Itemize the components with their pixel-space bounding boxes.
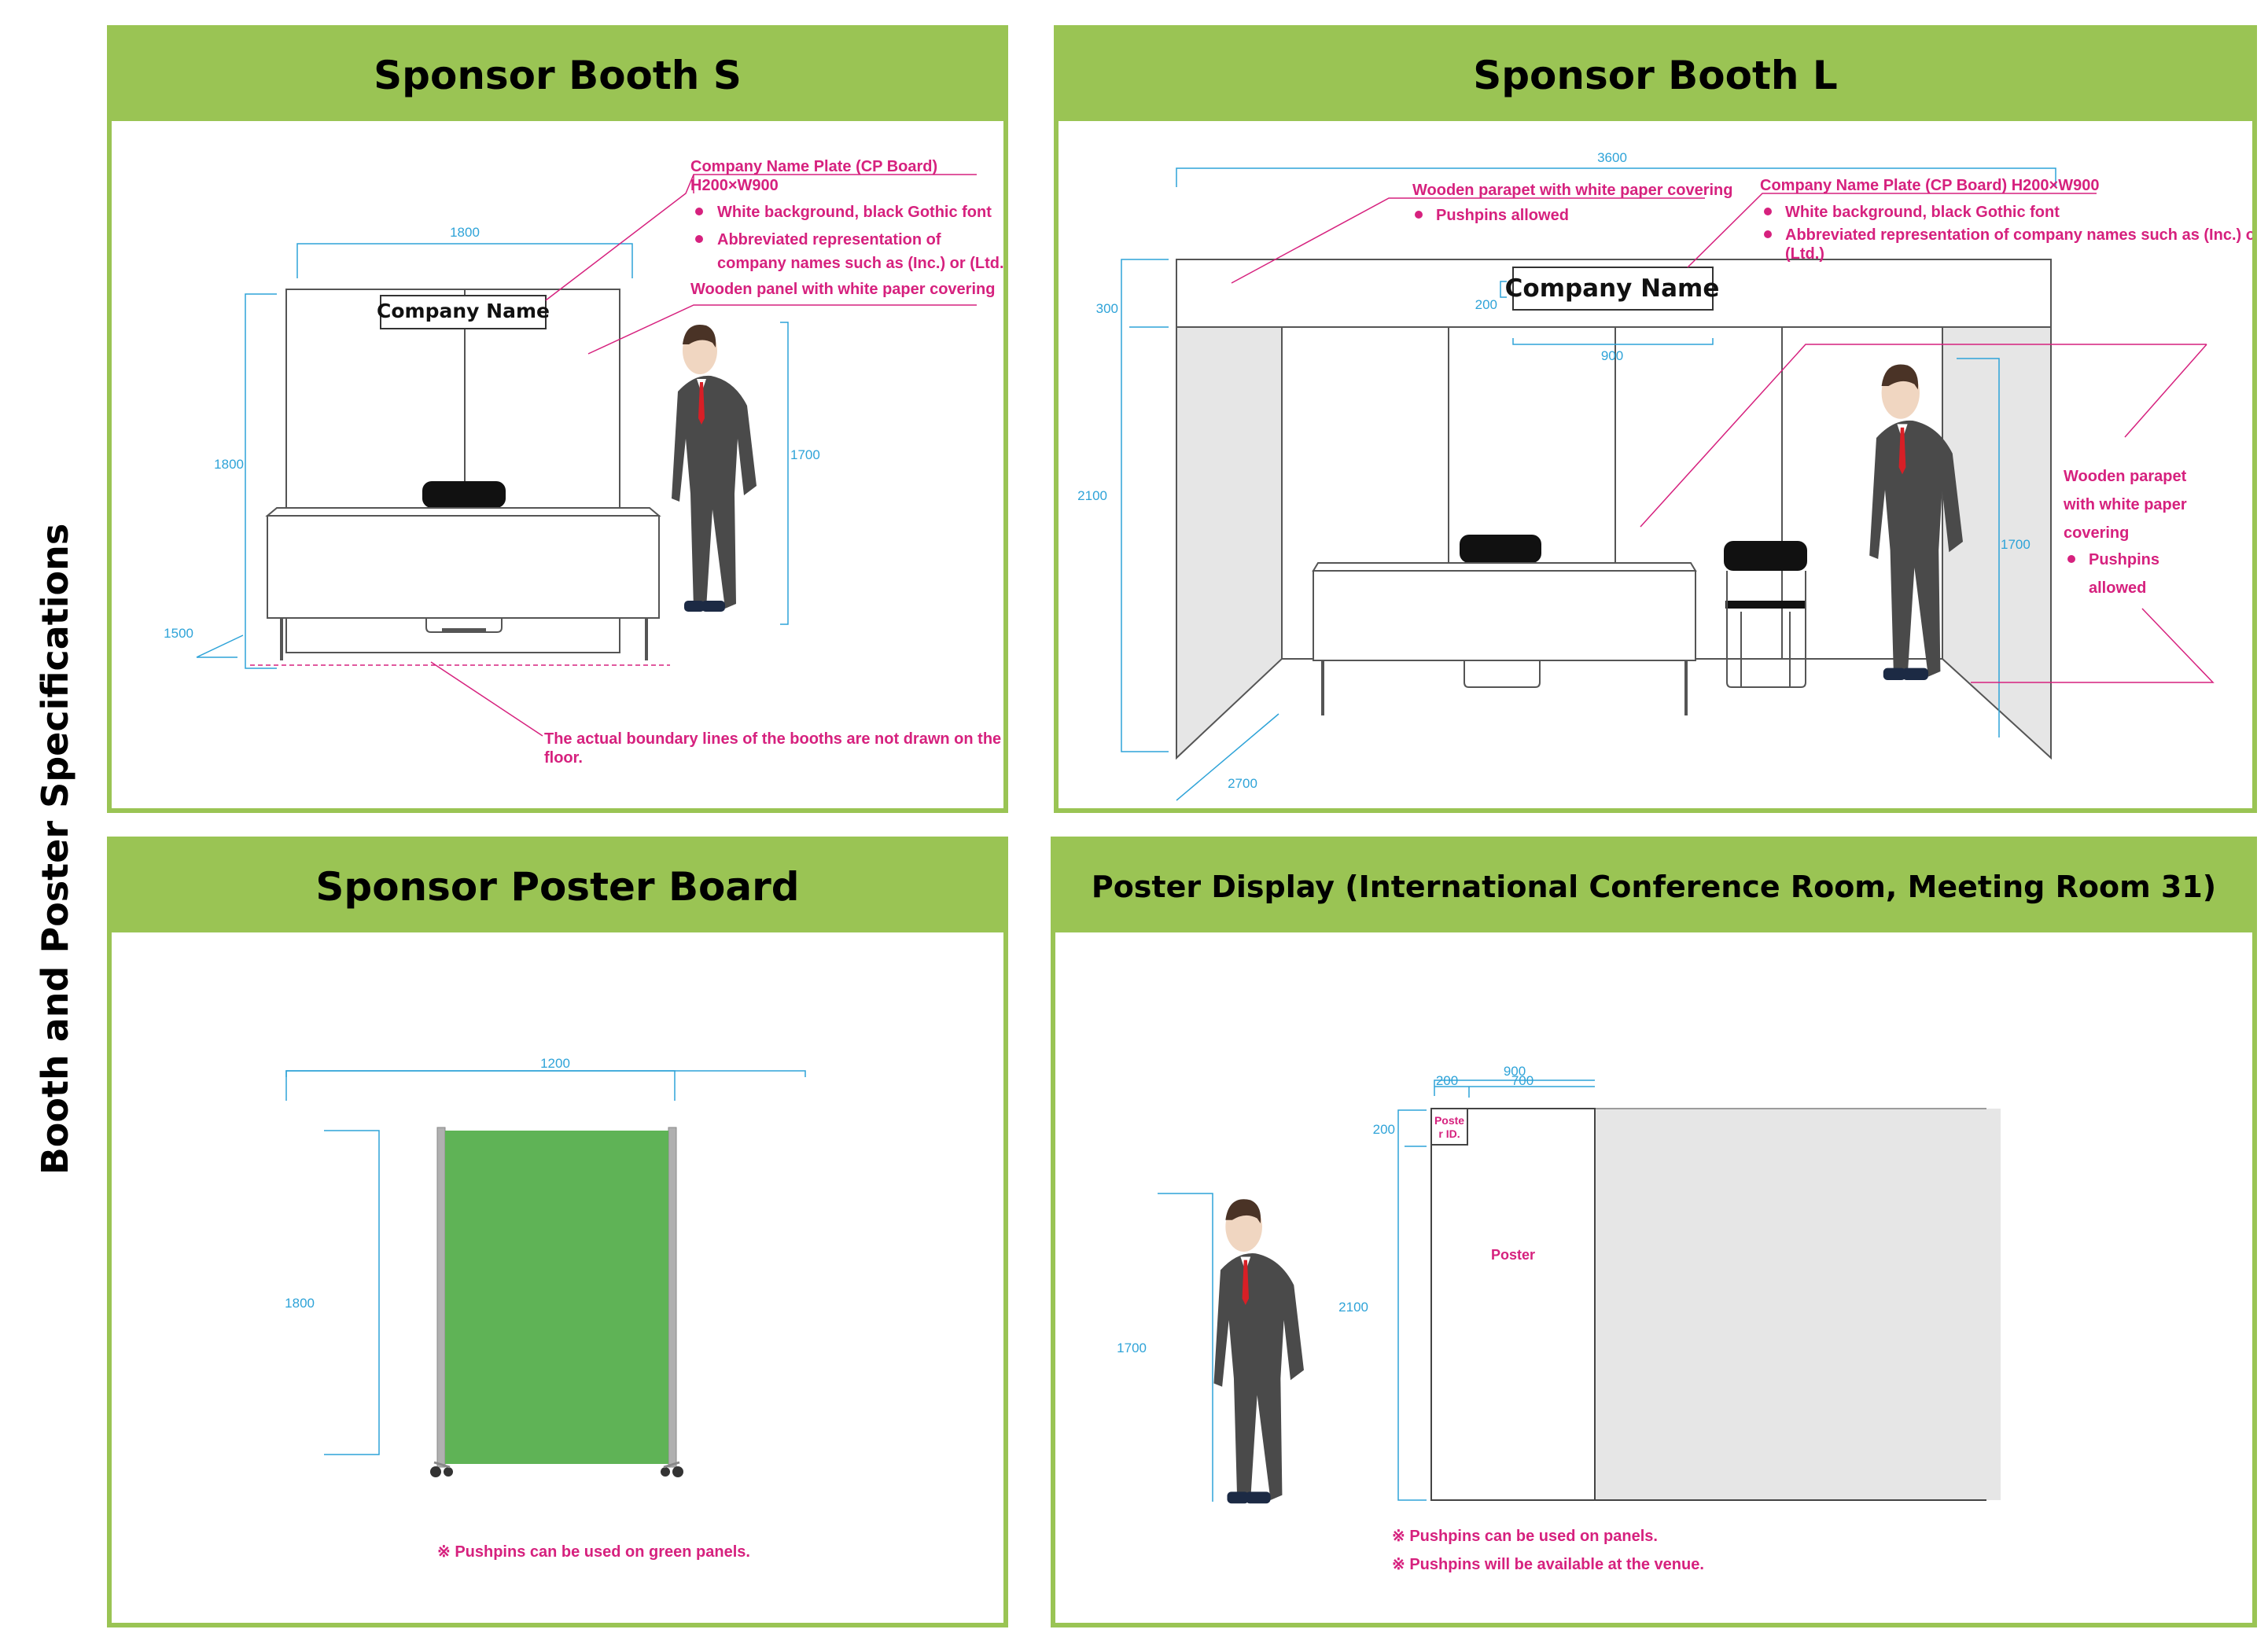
person-figure bbox=[1869, 364, 1963, 680]
dim-plate-width: 900 bbox=[1601, 348, 1623, 363]
pushpin-note: ※ Pushpins can be used on green panels. bbox=[437, 1543, 750, 1561]
dim-width: 1800 bbox=[450, 225, 480, 240]
company-name: Company Name bbox=[1505, 274, 1720, 303]
panel-title: Sponsor Booth S bbox=[374, 53, 742, 98]
dimension-lines bbox=[1121, 167, 2056, 801]
chair bbox=[1460, 535, 1541, 563]
pushpin-note-1: ※ Pushpins can be used on panels. bbox=[1392, 1528, 1658, 1545]
folding-chair bbox=[1724, 541, 1807, 688]
dim-depth: 2700 bbox=[1228, 776, 1257, 791]
side-note-5: allowed bbox=[2089, 579, 2146, 597]
callout-lines bbox=[1231, 193, 2215, 683]
person-figure bbox=[1213, 1199, 1304, 1504]
floor-note-2: floor. bbox=[544, 749, 583, 767]
panel-title: Sponsor Booth L bbox=[1473, 53, 1838, 98]
plate-note-bullet-1: White background, black Gothic font bbox=[1785, 204, 2060, 221]
dimension-lines bbox=[1158, 1079, 1595, 1502]
bullet bbox=[1415, 211, 1423, 219]
plate-note-title: Company Name Plate (CP Board) H200×W900 bbox=[1760, 177, 2099, 194]
plate-note-title-2: H200×W900 bbox=[690, 177, 779, 194]
pushpins-note: Pushpins allowed bbox=[1436, 207, 1569, 224]
poster-display-drawing: Poste r ID. Poster 900 200 700 200 2100 … bbox=[1117, 1064, 2001, 1573]
side-note-2: with white paper bbox=[2063, 496, 2187, 513]
bullet bbox=[695, 235, 703, 243]
poster-label: Poster bbox=[1491, 1247, 1535, 1263]
poster-board-drawing: 1200 1800 ※ Pushpins can be used on gree… bbox=[285, 1056, 806, 1561]
dim-person: 1700 bbox=[790, 447, 820, 462]
dim-width: 900 bbox=[1504, 1064, 1526, 1079]
bullet bbox=[695, 208, 703, 215]
plate-note-bullet-2b: (Ltd.) bbox=[1785, 245, 1824, 263]
pushpin-note-2: ※ Pushpins will be available at the venu… bbox=[1392, 1556, 1704, 1573]
panel-booth-s: Sponsor Booth S 1800 200 900 1800 1700 1… bbox=[107, 25, 1008, 813]
panel-header: Sponsor Poster Board bbox=[112, 841, 1003, 932]
plate-note-bullet-2b: company names such as (Inc.) or (Ltd.) bbox=[717, 255, 1003, 272]
dim-height: 2100 bbox=[1338, 1300, 1368, 1315]
panel-note: Wooden panel with white paper covering bbox=[690, 281, 995, 298]
parapet-note: Wooden parapet with white paper covering bbox=[1412, 182, 1732, 199]
panel-poster-display: Poster Display (International Conference… bbox=[1051, 837, 2257, 1627]
dim-parapet-height: 300 bbox=[1096, 301, 1118, 316]
dim-width: 1200 bbox=[540, 1056, 570, 1071]
table bbox=[265, 507, 661, 660]
dim-id-height: 200 bbox=[1373, 1122, 1395, 1137]
poster-id-label-2: r ID. bbox=[1438, 1127, 1460, 1140]
person-figure bbox=[672, 325, 757, 612]
dim-height: 1800 bbox=[285, 1296, 315, 1311]
panel-title: Sponsor Poster Board bbox=[315, 864, 800, 910]
dim-width: 3600 bbox=[1597, 150, 1627, 165]
chair bbox=[422, 481, 506, 633]
dim-height: 2100 bbox=[1077, 488, 1107, 503]
bullet bbox=[1764, 230, 1772, 238]
panel-header: Sponsor Booth L bbox=[1059, 30, 2252, 121]
company-name: Company Name bbox=[377, 300, 550, 322]
dim-person: 1700 bbox=[1117, 1341, 1147, 1355]
side-note-1: Wooden parapet bbox=[2064, 468, 2187, 485]
booth-s-drawing: 1800 200 900 1800 1700 1500 Company Name bbox=[164, 158, 1003, 767]
panel-header: Poster Display (International Conference… bbox=[1055, 841, 2252, 932]
bullet bbox=[2067, 555, 2075, 563]
page-title: Booth and Poster Specifications bbox=[34, 524, 76, 1175]
side-note-3: covering bbox=[2064, 524, 2129, 542]
bullet bbox=[1764, 208, 1772, 215]
company-name-plate bbox=[1512, 267, 1714, 311]
left-wall bbox=[1176, 326, 1283, 760]
dim-depth: 1500 bbox=[164, 626, 193, 641]
table bbox=[1312, 562, 1697, 715]
plate-note-title-1: Company Name Plate (CP Board) bbox=[690, 158, 937, 175]
dim-person: 1700 bbox=[2001, 537, 2031, 552]
adjacent-panel bbox=[1595, 1109, 2001, 1500]
poster-id-box bbox=[1430, 1108, 1468, 1146]
company-name-plate bbox=[380, 295, 547, 329]
plate-note-bullet-2a: Abbreviated representation of bbox=[717, 231, 941, 248]
dim-id-width: 200 bbox=[1436, 1073, 1458, 1088]
panel-poster-board: Sponsor Poster Board 1200 1800 ※ Pushpin… bbox=[107, 837, 1008, 1627]
green-panel bbox=[445, 1131, 668, 1464]
poster-panel bbox=[1430, 1108, 1596, 1501]
booth-l-drawing: Company Name 3600 300 200 900 2100 1700 … bbox=[1077, 150, 2252, 801]
dim-plate-height: 200 bbox=[1475, 297, 1497, 312]
panel-booth-l: Sponsor Booth L Company Name 3600 300 bbox=[1054, 25, 2257, 813]
plate-note-bullet-2a: Abbreviated representation of company na… bbox=[1785, 226, 2252, 244]
side-note-4: Pushpins bbox=[2089, 551, 2159, 568]
panel-header: Sponsor Booth S bbox=[112, 30, 1003, 121]
floor-note-1: The actual boundary lines of the booths … bbox=[544, 730, 1001, 748]
plate-note-bullet-1: White background, black Gothic font bbox=[717, 204, 992, 221]
dim-height: 1800 bbox=[214, 457, 244, 472]
dim-rest-width: 700 bbox=[1511, 1073, 1533, 1088]
dimension-lines bbox=[285, 1070, 806, 1455]
poster-id-label-1: Poste bbox=[1434, 1114, 1464, 1127]
side-title: Booth and Poster Specifications bbox=[11, 0, 90, 1640]
panel-title: Poster Display (International Conference… bbox=[1091, 870, 2217, 904]
callout-lines bbox=[430, 174, 977, 737]
